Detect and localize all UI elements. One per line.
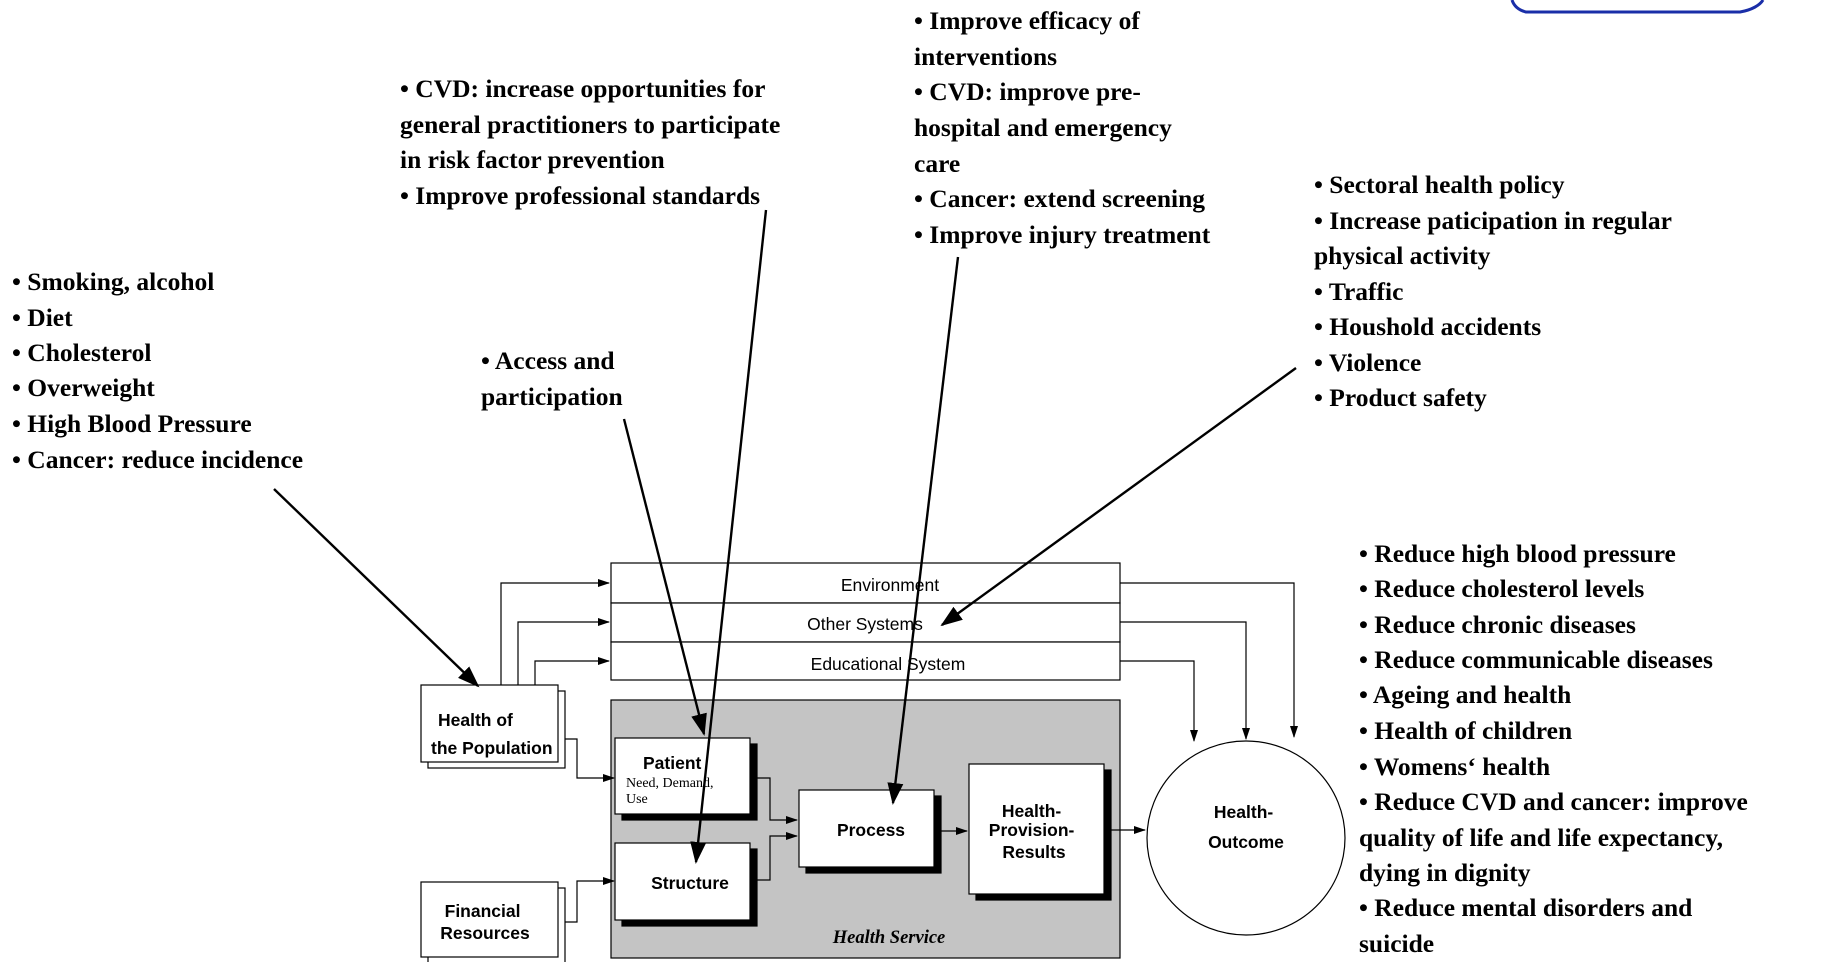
note-line: • CVD: increase opportunities for — [400, 74, 765, 103]
note-line: • High Blood Pressure — [12, 409, 252, 438]
note-line: participation — [481, 382, 623, 411]
note-line: • Smoking, alcohol — [12, 267, 214, 296]
note-line: • Houshold accidents — [1314, 312, 1541, 341]
connectors — [500, 579, 1298, 923]
note-line: • Improve efficacy of — [914, 6, 1140, 35]
pointer-arrows — [273, 209, 1297, 864]
patient-detail: Need, Demand, Use — [626, 776, 717, 807]
corner-decoration — [1510, 0, 1765, 14]
educational-system-label: Educational System — [811, 654, 966, 674]
note-line: • Womens‘ health — [1359, 752, 1550, 781]
note-line: • Violence — [1314, 348, 1421, 377]
note-line: general practitioners to participate — [400, 110, 780, 139]
structure-box — [614, 842, 751, 921]
note-line: • CVD: improve pre- — [914, 77, 1141, 106]
note-line: • Reduce CVD and cancer: improve — [1359, 787, 1748, 816]
note-line: suicide — [1359, 929, 1434, 958]
environment-strip — [610, 562, 1121, 604]
process-box — [798, 789, 935, 868]
note-gp-standards: • CVD: increase opportunities for genera… — [400, 74, 787, 210]
note-line: interventions — [914, 42, 1057, 71]
note-line: • Ageing and health — [1359, 680, 1571, 709]
patient-box — [614, 737, 751, 815]
note-line: • Cholesterol — [12, 338, 151, 367]
health-of-population-label: Health of the Population — [431, 710, 553, 758]
health-of-population-box — [420, 684, 559, 763]
note-line: • Access and — [481, 346, 615, 375]
note-line: • Overweight — [12, 373, 155, 402]
note-line: • Diet — [12, 303, 73, 332]
other-systems-label: Other Systems — [807, 614, 923, 634]
note-line: • Reduce cholesterol levels — [1359, 574, 1644, 603]
provision-results-box — [968, 763, 1105, 895]
provision-results-label: Health- Provision- Results — [989, 801, 1079, 862]
financial-resources-box — [420, 881, 559, 958]
note-line: dying in dignity — [1359, 858, 1531, 887]
note-line: • Traffic — [1314, 277, 1403, 306]
note-line: • Product safety — [1314, 383, 1487, 412]
note-line: care — [914, 149, 960, 178]
patient-title: Patient — [643, 753, 702, 773]
note-line: • Reduce high blood pressure — [1359, 539, 1676, 568]
structure-label: Structure — [651, 873, 729, 893]
health-outcome-label: Health- Outcome — [1208, 802, 1284, 852]
environment-label: Environment — [841, 575, 939, 595]
note-line: hospital and emergency — [914, 113, 1172, 142]
note-line: physical activity — [1314, 241, 1491, 270]
note-line: • Improve professional standards — [400, 181, 760, 210]
financial-resources-label: Financial Resources — [440, 901, 530, 943]
process-label: Process — [837, 820, 905, 840]
note-line: • Cancer: reduce incidence — [12, 445, 303, 474]
note-line: • Health of children — [1359, 716, 1572, 745]
note-line: • Reduce communicable diseases — [1359, 645, 1713, 674]
note-outcomes: • Reduce high blood pressure • Reduce ch… — [1359, 539, 1754, 958]
health-service-caption: Health Service — [832, 928, 946, 948]
note-line: • Improve injury treatment — [914, 220, 1211, 249]
note-line: quality of life and life expectancy, — [1359, 823, 1723, 852]
note-line: • Reduce mental disorders and — [1359, 893, 1692, 922]
note-line: • Cancer: extend screening — [914, 184, 1205, 213]
note-sectoral: • Sectoral health policy • Increase pati… — [1314, 170, 1678, 412]
note-risk-factors: • Smoking, alcohol • Diet • Cholesterol … — [12, 267, 303, 474]
health-outcome-circle — [1146, 740, 1346, 936]
note-access: • Access and participation — [481, 346, 623, 411]
note-line: • Increase paticipation in regular — [1314, 206, 1672, 235]
note-line: • Sectoral health policy — [1314, 170, 1565, 199]
note-line: in risk factor prevention — [400, 145, 665, 174]
note-interventions: • Improve efficacy of interventions • CV… — [914, 6, 1211, 249]
other-systems-strip — [610, 602, 1121, 643]
note-line: • Reduce chronic diseases — [1359, 610, 1636, 639]
